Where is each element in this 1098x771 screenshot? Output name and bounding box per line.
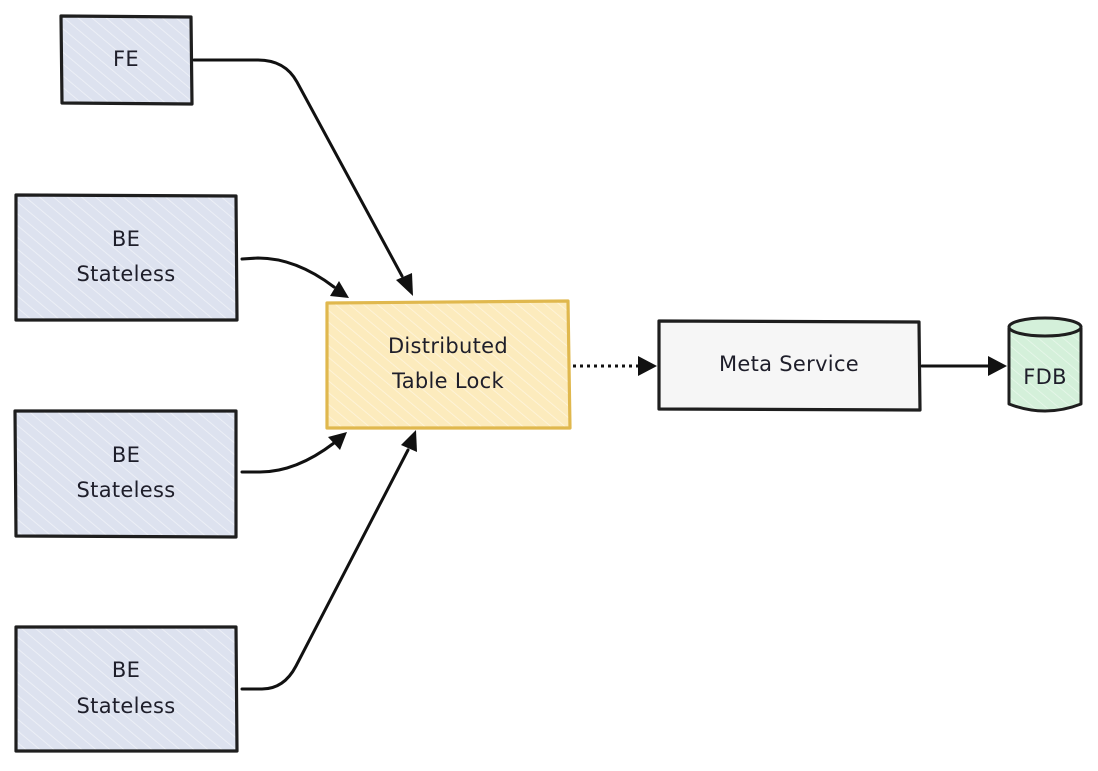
arrowhead-be1-lock bbox=[330, 281, 349, 298]
be-stateless-node-1: BE Stateless bbox=[14, 193, 239, 322]
fdb-cylinder-top bbox=[1007, 316, 1083, 338]
arrowhead-be2-lock bbox=[328, 432, 347, 450]
be-sublabel-2: Stateless bbox=[77, 478, 176, 502]
edge-lock-to-meta bbox=[573, 356, 657, 376]
be-box-1 bbox=[14, 193, 239, 322]
be-sublabel-3: Stateless bbox=[77, 694, 176, 718]
edge-meta-to-fdb bbox=[920, 356, 1007, 376]
edge-fe-to-lock bbox=[192, 58, 413, 296]
distributed-table-lock-node: Distributed Table Lock bbox=[325, 299, 572, 430]
fdb-database-node: FDB bbox=[1007, 316, 1083, 413]
meta-box bbox=[657, 319, 922, 412]
arrowhead-lock-meta bbox=[638, 356, 657, 376]
fdb-label: FDB bbox=[1023, 365, 1067, 389]
edge-be1-to-lock bbox=[240, 256, 349, 298]
be-sublabel-1: Stateless bbox=[77, 262, 176, 286]
be-label-3: BE bbox=[112, 658, 140, 682]
be-label-1: BE bbox=[112, 227, 140, 251]
be-label-2: BE bbox=[112, 443, 140, 467]
meta-service-node: Meta Service bbox=[657, 319, 922, 412]
lock-label-line1: Distributed bbox=[388, 334, 508, 358]
be-box-2 bbox=[13, 409, 238, 539]
arrowhead-be3-lock bbox=[401, 430, 417, 452]
be-box-3 bbox=[14, 625, 239, 753]
edge-be3-to-lock bbox=[240, 430, 417, 691]
fe-label: FE bbox=[113, 47, 139, 71]
meta-label: Meta Service bbox=[719, 352, 859, 376]
fe-node: FE bbox=[59, 14, 194, 106]
edge-be2-to-lock bbox=[240, 432, 347, 474]
be-stateless-node-3: BE Stateless bbox=[14, 625, 239, 753]
lock-box bbox=[325, 299, 572, 430]
lock-label-line2: Table Lock bbox=[391, 369, 504, 393]
fe-box bbox=[59, 14, 194, 106]
arrowhead-meta-fdb bbox=[988, 356, 1007, 376]
fdb-cylinder-body bbox=[1007, 328, 1083, 413]
arrowhead-fe-lock bbox=[396, 273, 413, 296]
be-stateless-node-2: BE Stateless bbox=[13, 409, 238, 539]
